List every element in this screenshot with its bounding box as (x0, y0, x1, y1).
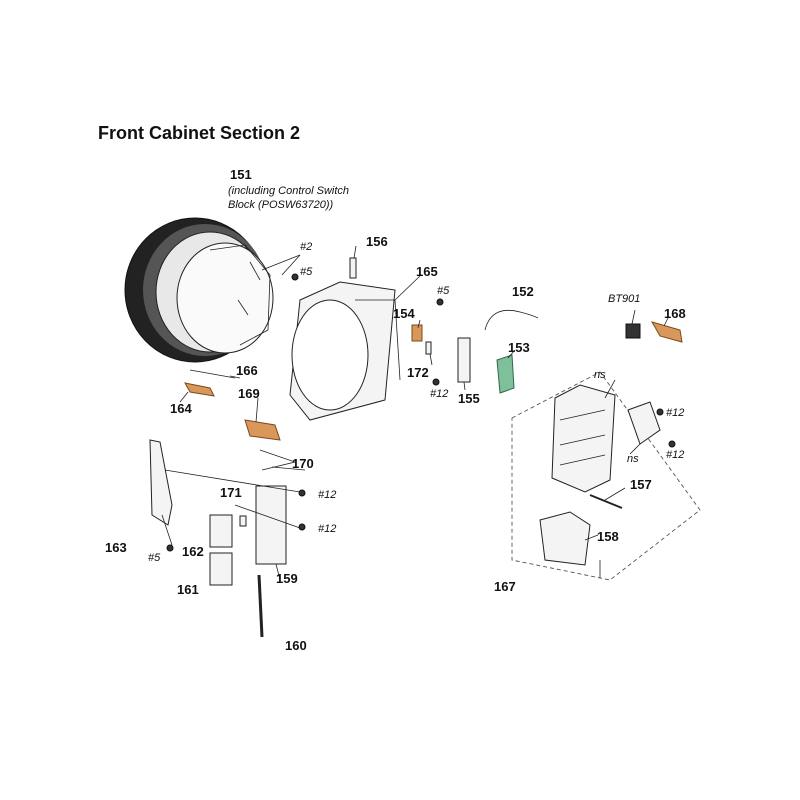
screw-icon (656, 408, 664, 416)
page-title: Front Cabinet Section 2 (98, 123, 301, 143)
part-167-body-assembly (551, 384, 616, 493)
part-bt901 (625, 323, 641, 339)
screw-icon (432, 378, 440, 386)
label-151: 151 (230, 167, 252, 182)
label-164: 164 (170, 401, 192, 416)
label-bt901: BT901 (608, 293, 640, 305)
part-172 (425, 341, 432, 355)
screw-icon (668, 440, 676, 448)
part-166 (189, 369, 236, 379)
label-167: 167 (494, 579, 516, 594)
screw-label-12a: #12 (430, 388, 448, 400)
label-156: 156 (366, 234, 388, 249)
part-162 (209, 514, 233, 548)
part-171 (239, 515, 247, 527)
label-152: 152 (512, 284, 534, 299)
screw-label-12e: #12 (318, 523, 336, 535)
screw-icon (166, 544, 174, 552)
part-bracket-right (627, 401, 661, 445)
part-169 (244, 419, 281, 441)
part-168 (650, 321, 683, 343)
label-153: 153 (508, 340, 530, 355)
screw-label-5b: #5 (437, 285, 450, 297)
label-169: 169 (238, 386, 260, 401)
label-168: 168 (664, 306, 686, 321)
part-151-lens-barrel (124, 217, 274, 363)
part-165-front-frame (289, 281, 401, 421)
label-166: 166 (236, 363, 258, 378)
part-152-cable (484, 309, 539, 331)
label-172: 172 (407, 365, 429, 380)
label-151-note2: Block (POSW63720)) (228, 199, 333, 211)
part-156 (349, 257, 357, 279)
part-164 (184, 382, 215, 397)
screw-icon (436, 298, 444, 306)
screw-label-12b: #12 (666, 407, 684, 419)
label-170: 170 (292, 456, 314, 471)
screw-label-2: #2 (300, 241, 312, 253)
part-167-boundary (511, 371, 701, 581)
label-155: 155 (458, 391, 480, 406)
label-161: 161 (177, 582, 199, 597)
screw-label-12d: #12 (318, 489, 336, 501)
part-labels: 151 (including Control Switch Block (POS… (105, 167, 686, 653)
screw-labels: #2 #5 #5 #5 #12 #12 #12 #12 #12 ns ns (148, 241, 684, 564)
label-163: 163 (105, 540, 127, 555)
screw-icons (166, 273, 676, 552)
part-170 (259, 449, 297, 471)
part-153-board (496, 354, 515, 394)
label-154: 154 (393, 306, 415, 321)
screw-label-5c: #5 (148, 552, 161, 564)
part-155 (457, 337, 471, 383)
part-157-rod (589, 494, 623, 509)
screw-icon (298, 489, 306, 497)
screw-label-5a: #5 (300, 266, 313, 278)
label-160: 160 (285, 638, 307, 653)
screw-icon (291, 273, 299, 281)
label-159: 159 (276, 571, 298, 586)
part-154 (411, 324, 423, 342)
ns-label-2: ns (627, 453, 639, 465)
label-158: 158 (597, 529, 619, 544)
part-158 (539, 511, 591, 566)
ns-label-1: ns (594, 369, 606, 381)
label-151-note1: (including Control Switch (228, 185, 349, 197)
part-163 (149, 439, 173, 526)
part-161 (209, 552, 233, 586)
label-162: 162 (182, 544, 204, 559)
label-171: 171 (220, 485, 242, 500)
screw-label-12c: #12 (666, 449, 684, 461)
label-157: 157 (630, 477, 652, 492)
screw-icon (298, 523, 306, 531)
part-160 (257, 574, 264, 638)
part-159 (255, 485, 287, 565)
leader-lines (161, 245, 669, 581)
label-165: 165 (416, 264, 438, 279)
